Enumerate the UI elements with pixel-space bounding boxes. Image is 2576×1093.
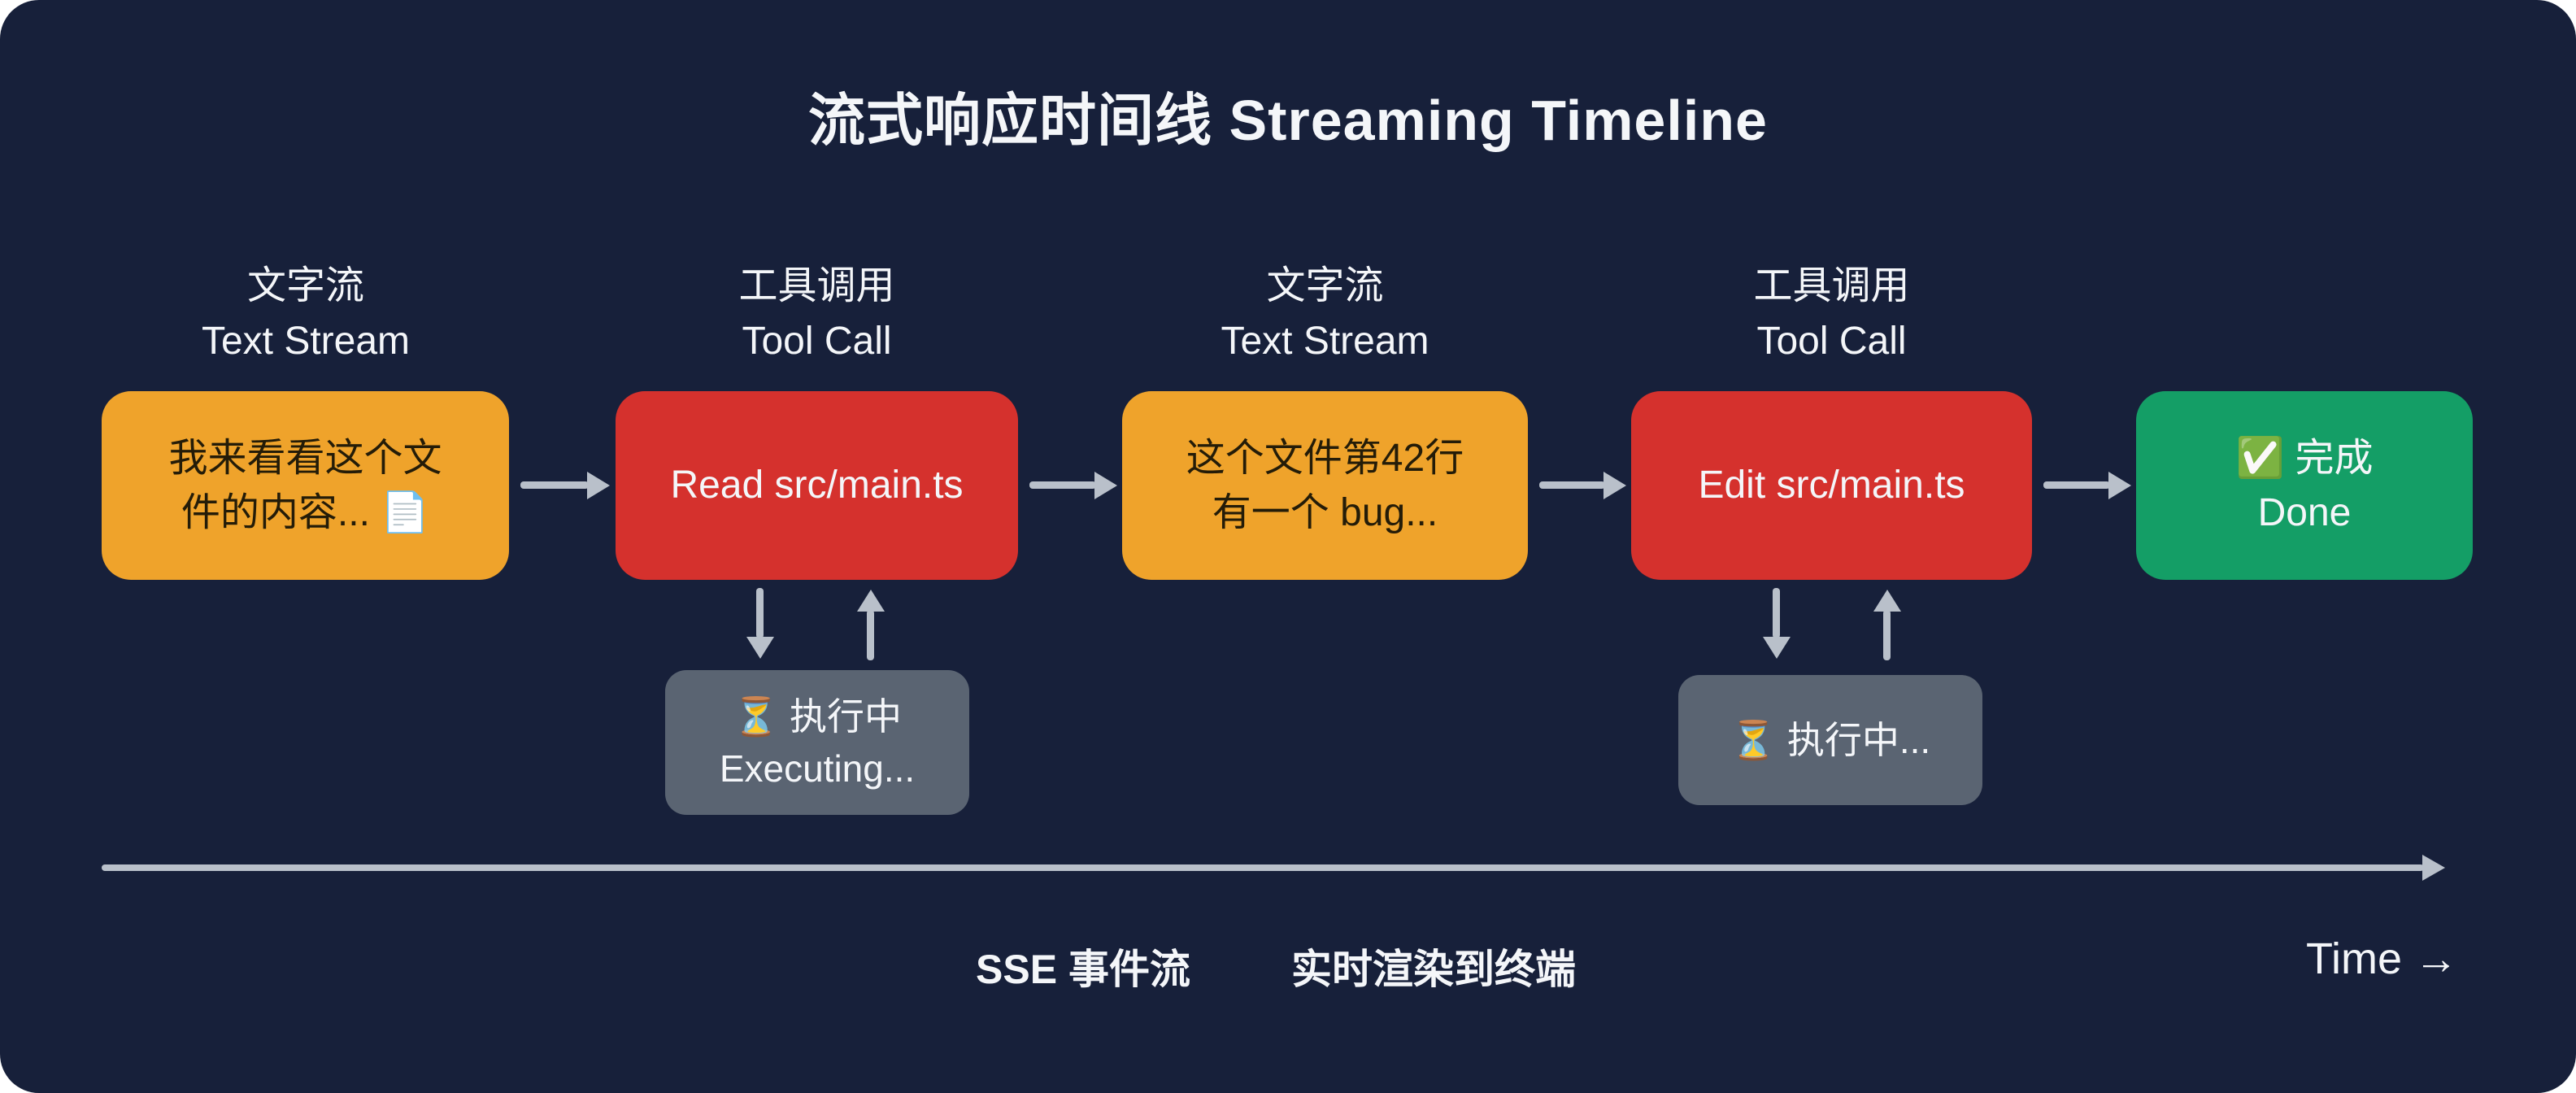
node-done: ✅ 完成 Done xyxy=(2136,391,2473,580)
node-text-stream-1: 我来看看这个文 件的内容... 📄 xyxy=(102,391,509,580)
node-tool-call-2: Edit src/main.ts xyxy=(1631,391,2032,580)
arrow-up-icon xyxy=(867,610,874,660)
arrow-down-icon xyxy=(756,588,764,638)
arrow-down-icon xyxy=(1773,588,1780,638)
diagram-title: 流式响应时间线 Streaming Timeline xyxy=(808,89,1768,152)
arrow-right-icon xyxy=(1539,481,1605,489)
step-label-tool-call-2: 工具调用 Tool Call xyxy=(1753,264,1910,364)
step-label-text-stream-2: 文字流 Text Stream xyxy=(1221,264,1429,364)
status-box-executing-1: ⏳ 执行中 Executing... xyxy=(665,670,969,815)
axis-label-render: 实时渲染到终端 xyxy=(1291,947,1576,992)
step-label-tool-call-1: 工具调用 Tool Call xyxy=(738,264,895,364)
arrow-right-icon xyxy=(520,481,589,489)
axis-label-sse: SSE 事件流 xyxy=(976,947,1190,992)
arrow-right-icon xyxy=(2043,481,2110,489)
node-tool-call-1: Read src/main.ts xyxy=(616,391,1018,580)
node-text-stream-2: 这个文件第42行 有一个 bug... xyxy=(1122,391,1528,580)
status-box-executing-2: ⏳ 执行中... xyxy=(1678,675,1982,805)
timeline-axis-arrow xyxy=(102,864,2424,871)
arrow-up-icon xyxy=(1883,610,1891,660)
arrow-right-icon xyxy=(1029,481,1096,489)
step-label-text-stream-1: 文字流 Text Stream xyxy=(201,264,411,364)
axis-label-time: Time → xyxy=(2306,934,2458,983)
